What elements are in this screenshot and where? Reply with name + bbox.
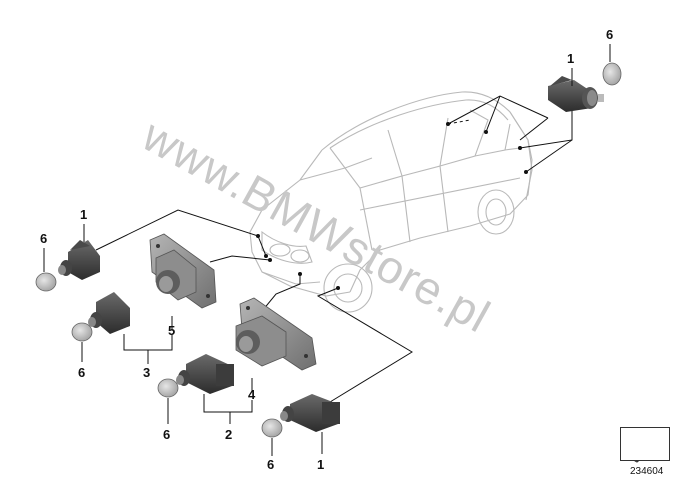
cap-mid-left bbox=[71, 322, 93, 342]
leader-dots bbox=[256, 122, 528, 290]
car-outline bbox=[249, 91, 533, 313]
callout-top-right-cap: 6 bbox=[606, 27, 614, 42]
sensor-bottom bbox=[280, 394, 340, 432]
sensor-top-right bbox=[548, 76, 604, 112]
callout-ticks bbox=[43, 44, 611, 456]
cap-lower bbox=[157, 378, 179, 398]
bracket-upper bbox=[149, 233, 217, 309]
callout-group-lower: 2 bbox=[225, 427, 233, 442]
sensor-upper bbox=[88, 292, 130, 334]
diagram-id: 234604 bbox=[630, 466, 664, 477]
callout-bottom-sensor: 1 bbox=[317, 457, 325, 472]
callout-cap-mid-left: 6 bbox=[78, 365, 86, 380]
cap-left bbox=[35, 272, 57, 292]
callout-group-upper: 3 bbox=[143, 365, 151, 380]
callout-top-right-sensor: 1 bbox=[567, 51, 575, 66]
callout-cap-bottom: 6 bbox=[267, 457, 275, 472]
sensor-left bbox=[58, 240, 100, 280]
callout-cap-lower: 6 bbox=[163, 427, 171, 442]
sensor-lower bbox=[176, 354, 234, 394]
cap-top-right bbox=[602, 62, 622, 86]
leader-lines bbox=[95, 95, 573, 424]
cap-bottom bbox=[261, 418, 283, 438]
callout-bracket-lower: 4 bbox=[248, 387, 256, 402]
callout-left-cap: 6 bbox=[40, 231, 48, 246]
direction-legend-box bbox=[620, 427, 670, 461]
callout-bracket-upper: 5 bbox=[168, 323, 176, 338]
callout-left-sensor: 1 bbox=[80, 207, 88, 222]
bracket-lower bbox=[235, 297, 317, 371]
